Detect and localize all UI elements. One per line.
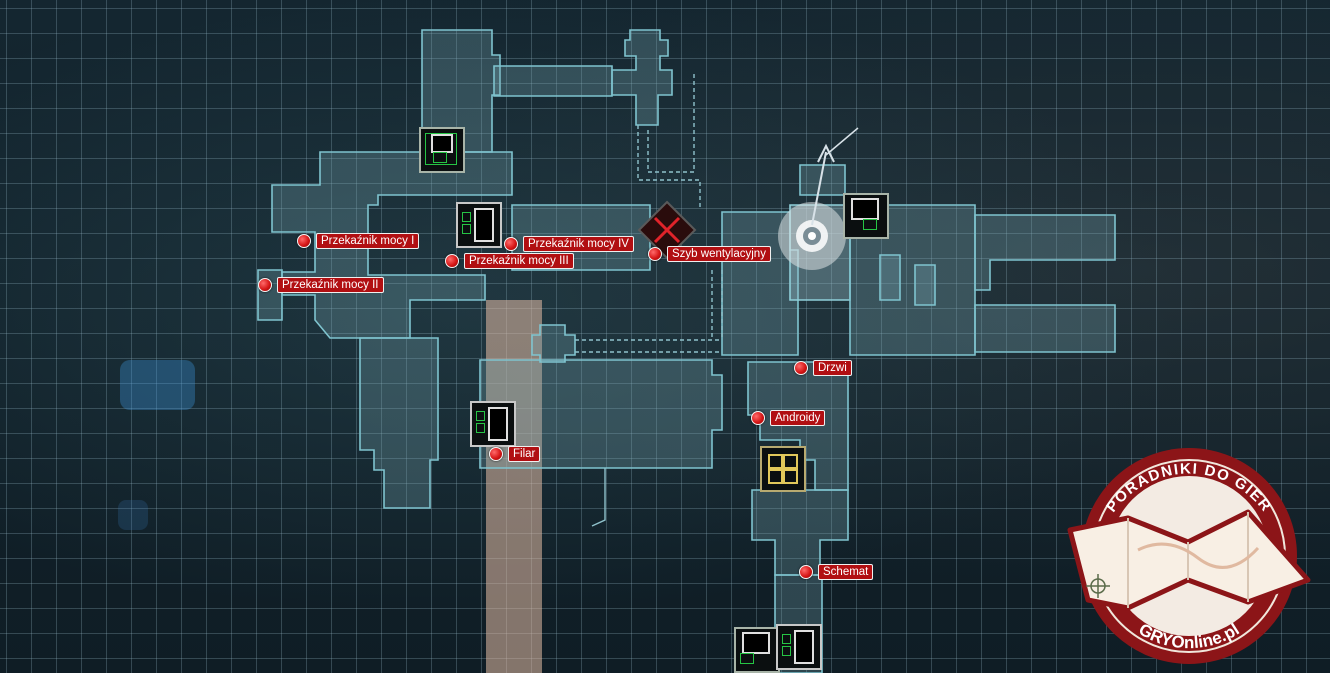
marker-przekaznik-mocy-2[interactable]: Przekaźnik mocy II — [258, 277, 384, 293]
marker-androidy[interactable]: Androidy — [751, 410, 826, 426]
vent-icon — [637, 200, 697, 260]
crate-icon — [760, 446, 806, 492]
marker-label: Przekaźnik mocy IV — [523, 236, 634, 252]
marker-label: Przekaźnik mocy I — [316, 233, 420, 249]
marker-dot — [489, 447, 503, 461]
marker-dot — [258, 278, 272, 292]
room — [914, 264, 936, 306]
marker-dot — [504, 237, 518, 251]
marker-label: Przekaźnik mocy II — [277, 277, 384, 293]
marker-label: Filar — [508, 446, 541, 462]
room — [531, 324, 576, 363]
marker-drzwi[interactable]: Drzwi — [794, 360, 852, 376]
room — [849, 204, 976, 356]
vent-duct — [647, 72, 695, 173]
terminal-icon — [843, 193, 889, 239]
marker-filar[interactable]: Filar — [489, 446, 541, 462]
marker-dot — [751, 411, 765, 425]
room — [493, 65, 613, 97]
terminal-icon — [734, 627, 780, 673]
room — [974, 214, 1116, 291]
terminal-icon — [776, 624, 822, 670]
light-pillar — [486, 300, 542, 673]
wire — [591, 468, 606, 527]
room — [479, 359, 723, 469]
marker-label: Szyb wentylacyjny — [667, 246, 771, 262]
marker-label: Przekaźnik mocy III — [464, 253, 574, 269]
marker-przekaznik-mocy-3[interactable]: Przekaźnik mocy III — [445, 253, 574, 269]
bg-glow — [120, 360, 195, 410]
gryonline-logo: PORADNIKI DO GIER GRYOnline.pl — [1067, 448, 1311, 664]
marker-dot — [297, 234, 311, 248]
marker-label: Schemat — [818, 564, 874, 580]
marker-dot — [799, 565, 813, 579]
marker-szyb-wentylacyjny[interactable]: Szyb wentylacyjny — [648, 246, 771, 262]
room — [751, 489, 849, 576]
marker-dot — [648, 247, 662, 261]
room — [879, 254, 901, 301]
marker-przekaznik-mocy-4[interactable]: Przekaźnik mocy IV — [504, 236, 634, 252]
marker-label: Androidy — [770, 410, 826, 426]
room — [359, 337, 439, 509]
marker-dot — [445, 254, 459, 268]
terminal-icon — [419, 127, 465, 173]
room — [974, 304, 1116, 353]
terminal-icon — [456, 202, 502, 248]
marker-label: Drzwi — [813, 360, 852, 376]
marker-dot — [794, 361, 808, 375]
target-icon — [778, 127, 859, 270]
marker-przekaznik-mocy-1[interactable]: Przekaźnik mocy I — [297, 233, 420, 249]
room — [611, 29, 673, 126]
vent-duct — [637, 125, 701, 210]
bg-glow — [118, 500, 148, 530]
terminal-icon — [470, 401, 516, 447]
marker-schemat[interactable]: Schemat — [799, 564, 874, 580]
